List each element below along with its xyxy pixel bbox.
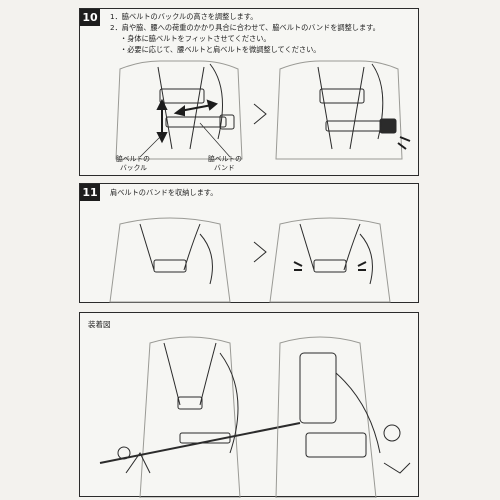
wearing-illustration — [99, 336, 411, 498]
label-leaders — [139, 122, 231, 158]
step-arrow-2 — [253, 241, 267, 263]
label-buckle-2: バックル — [120, 164, 147, 172]
tuck-marks — [293, 261, 367, 271]
step-arrow — [253, 103, 267, 125]
step-11-line-1: 肩ベルトのバンドを収納します。 — [110, 188, 218, 197]
tighten-marks — [397, 136, 411, 150]
wearing-figure-panel: 装着図 — [79, 312, 419, 498]
side-view-drawing — [275, 336, 411, 498]
step-10-illustration — [115, 60, 411, 160]
step-11-panel: 11 肩ベルトのバンドを収納します。 — [79, 183, 419, 303]
right-harness-drawing — [269, 217, 391, 303]
step-number-badge: 11 — [80, 184, 100, 201]
label-band-2: バンド — [214, 164, 235, 172]
step-10-panel: 10 1．脇ベルトのバックルの高さを調整します。 2．肩や脇、腰への荷重のかかり… — [79, 8, 419, 176]
label-band-1: 脇ベルトの — [208, 155, 242, 163]
step-10-line-2: 2．肩や脇、腰への荷重のかかり具合に合わせて、脇ベルトのバンドを調整します。 — [110, 23, 380, 32]
step-10-bullet-1: ・身体に脇ベルトをフィットさせてください。 — [120, 34, 271, 43]
step-number-badge: 10 — [80, 9, 100, 26]
wearing-title: 装着図 — [88, 320, 111, 329]
step-11-illustration — [109, 217, 391, 303]
adjust-arrows — [156, 98, 218, 144]
front-view-drawing — [99, 336, 301, 498]
left-harness-drawing — [109, 217, 231, 303]
label-buckle-1: 脇ベルトの — [116, 155, 150, 163]
step-10-line-1: 1．脇ベルトのバックルの高さを調整します。 — [110, 12, 258, 21]
step-10-bullet-2: ・必要に応じて、腰ベルトと肩ベルトを微調整してください。 — [120, 45, 321, 54]
right-torso-drawing — [275, 60, 403, 160]
